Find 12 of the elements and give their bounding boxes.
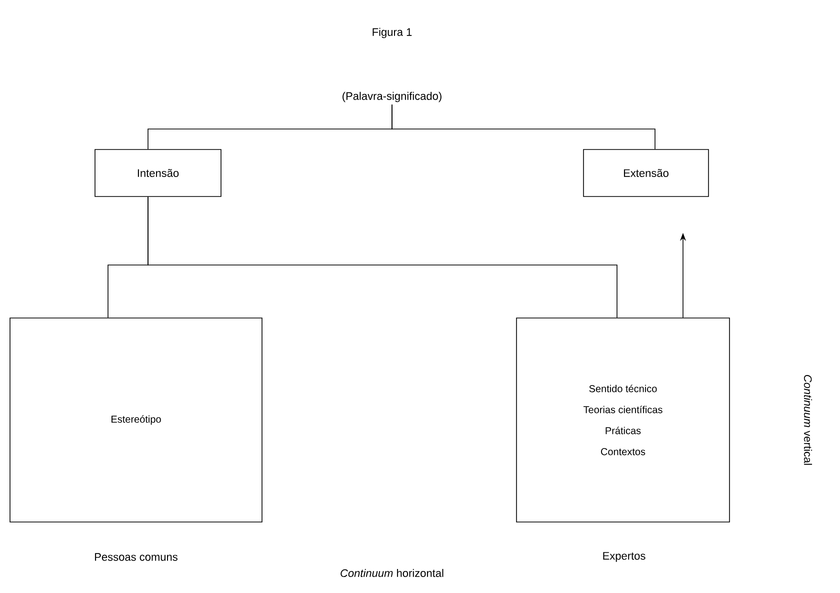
box-caption: Pessoas comuns: [95, 553, 178, 561]
group-box: Estereótipo: [10, 318, 262, 522]
concept-box: Intensão: [94, 149, 222, 197]
figure-title: Figura 1: [372, 28, 412, 38]
group-box: Sentido técnico Teorias científicas Práticas Contextos: [516, 318, 730, 522]
axis-label: Continuum horizontal: [340, 568, 444, 578]
box-caption: Expertos: [603, 552, 646, 562]
connector-line: [148, 196, 618, 318]
connector-line: [392, 104, 656, 150]
heading-text: (Palavra-significado): [342, 92, 442, 102]
concept-box: Extensão: [583, 149, 709, 197]
axis-label: Continuum vertical: [804, 375, 812, 465]
